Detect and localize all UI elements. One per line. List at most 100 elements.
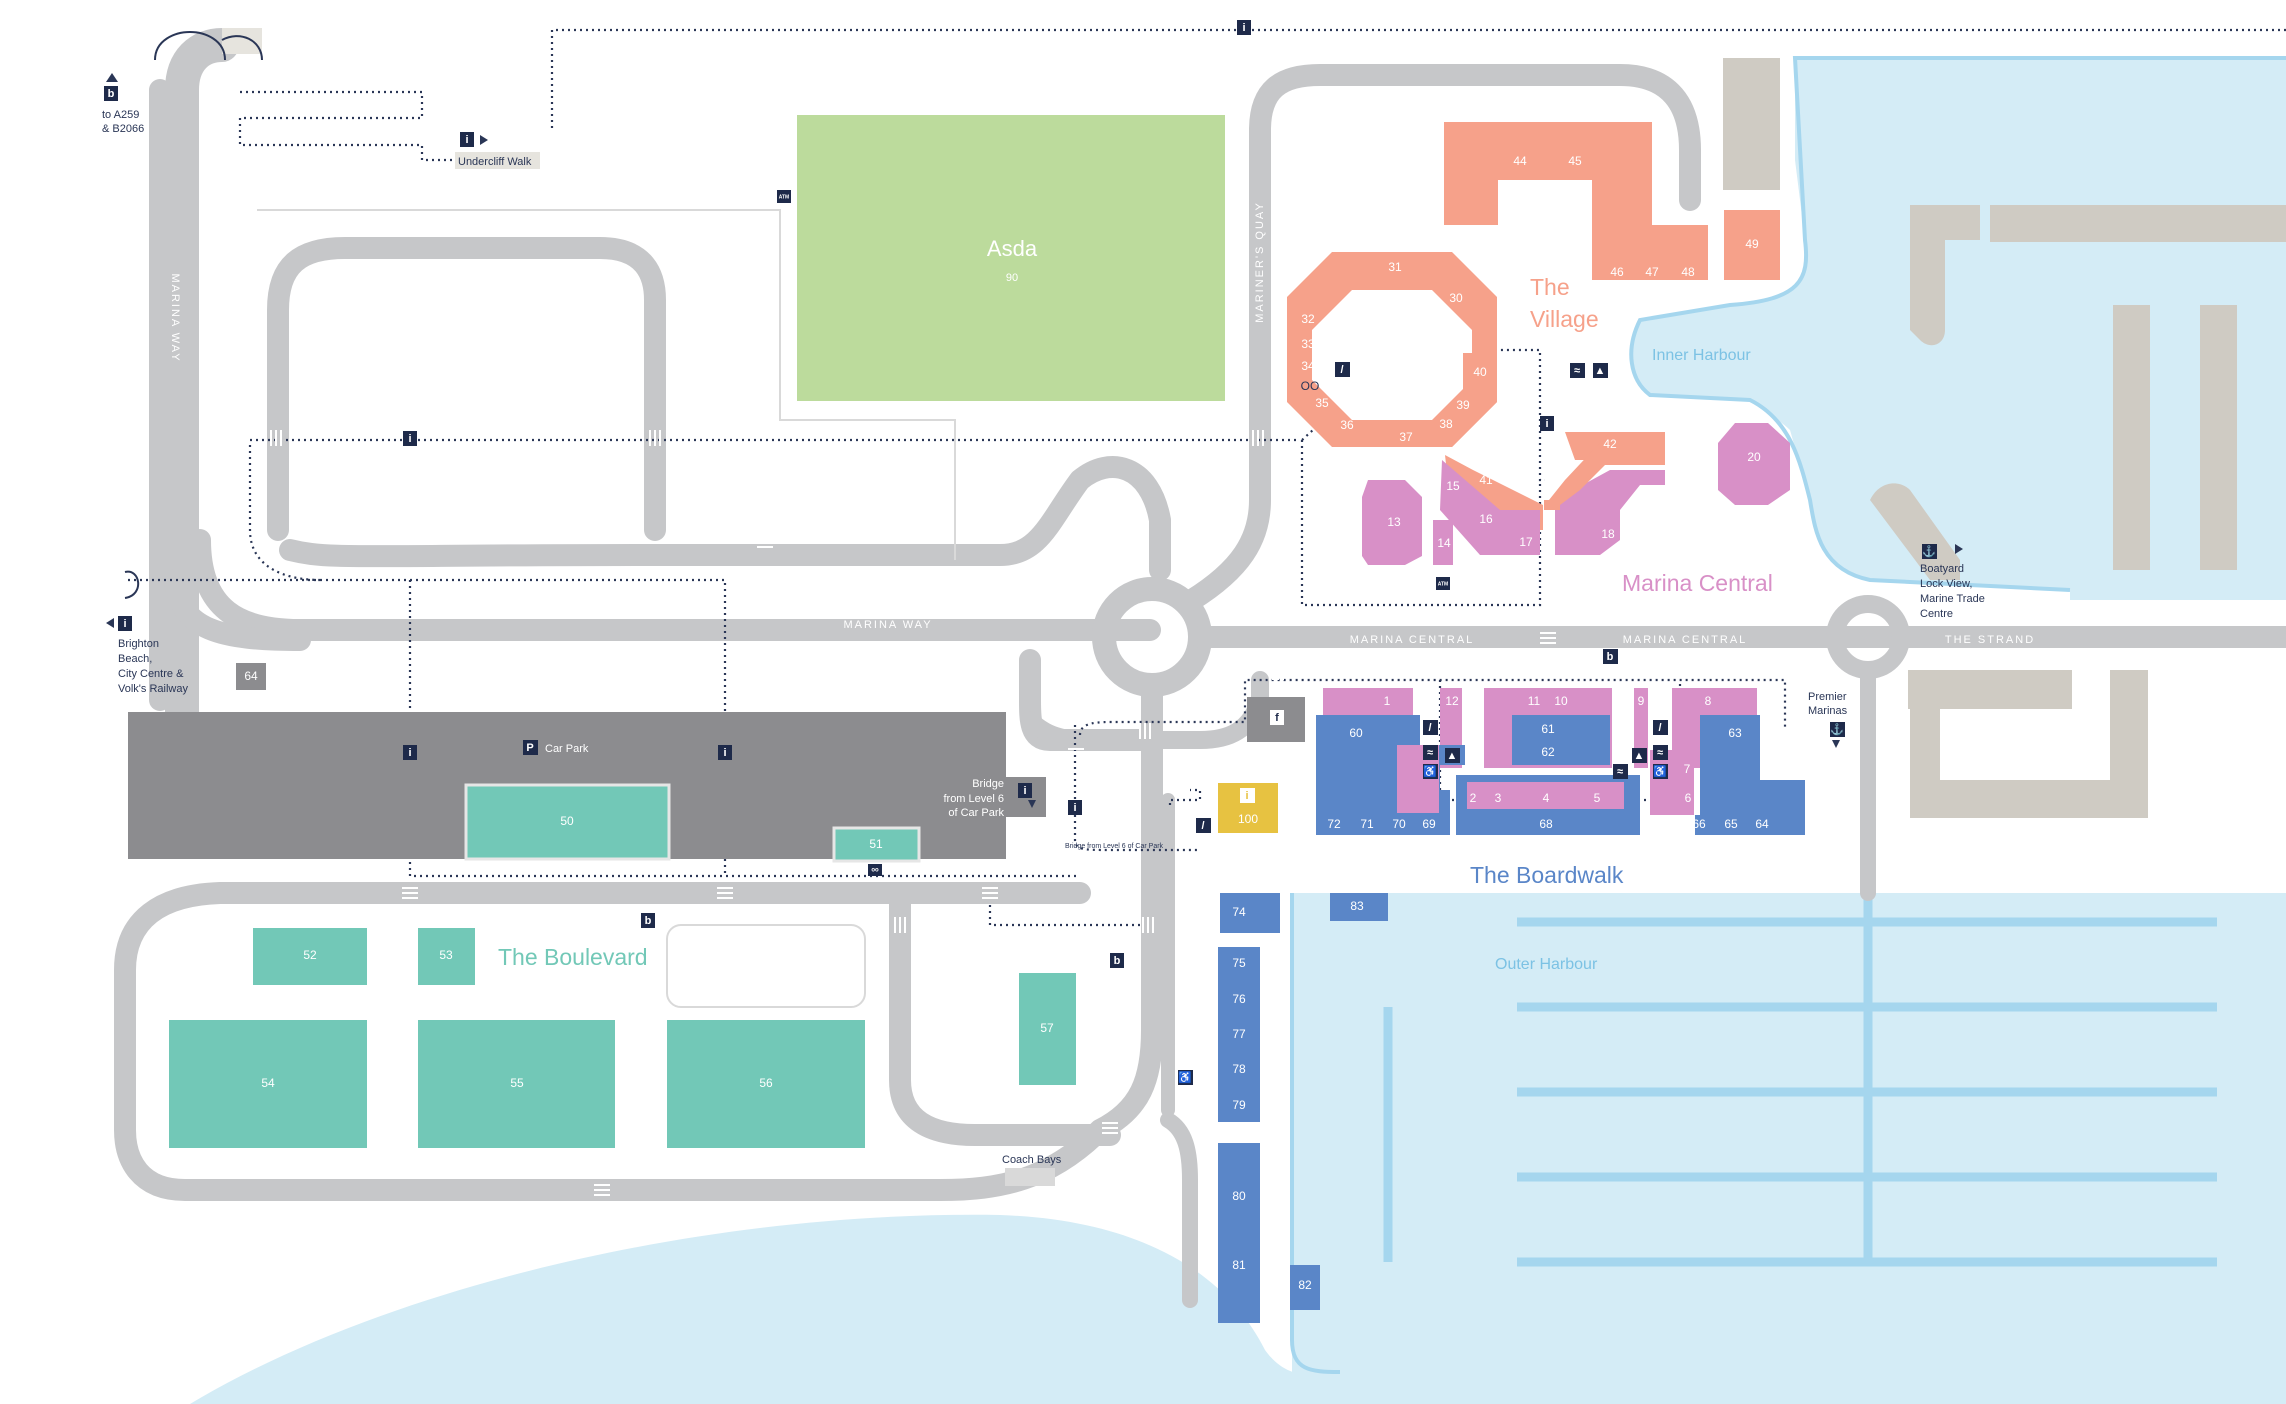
svg-text:62: 62 [1541, 745, 1555, 759]
svg-text:60: 60 [1349, 726, 1363, 740]
svg-text:30: 30 [1449, 291, 1463, 305]
top-left-arcs [124, 30, 263, 599]
svg-text:11: 11 [1528, 694, 1541, 708]
undercliff-walk-label[interactable]: Undercliff Walk [458, 156, 532, 168]
svg-text:52: 52 [303, 948, 317, 962]
svg-text:♿: ♿ [1423, 765, 1437, 778]
asda-label: Asda [987, 236, 1038, 261]
svg-text:4: 4 [1543, 791, 1550, 805]
svg-text:56: 56 [759, 1076, 773, 1090]
svg-text:/: / [1201, 820, 1204, 832]
svg-text:75: 75 [1232, 956, 1246, 970]
bus-icon[interactable]: b [104, 86, 118, 101]
road-marina-way-v: MARINA WAY [169, 273, 181, 362]
svg-text:oo: oo [871, 868, 879, 874]
atm-icon[interactable]: ATM [777, 190, 791, 203]
fuel-icon[interactable]: f [1270, 710, 1284, 725]
info-icon[interactable]: i [1240, 788, 1255, 803]
svg-text:37: 37 [1399, 430, 1413, 444]
boat-icon[interactable]: ⚓ [1922, 544, 1937, 559]
svg-text:64: 64 [1755, 817, 1769, 831]
svg-text:i: i [1023, 785, 1026, 797]
svg-text:Centre: Centre [1920, 608, 1953, 620]
svg-text:46: 46 [1610, 265, 1624, 279]
walk-icon[interactable]: i [403, 431, 417, 446]
accessible-icon[interactable]: ♿ [1653, 764, 1668, 779]
svg-text:100: 100 [1238, 812, 1258, 826]
stairs-icon[interactable]: / [1196, 818, 1211, 833]
baby-change-icon[interactable]: ≈ [1653, 745, 1668, 760]
svg-text:2: 2 [1470, 791, 1477, 805]
walk-icon[interactable]: i [118, 616, 132, 631]
svg-text:72: 72 [1327, 817, 1341, 831]
svg-text:≈: ≈ [1617, 766, 1623, 778]
svg-text:69: 69 [1422, 817, 1436, 831]
map-icons[interactable]: i b i ATM i i i i P i i / oo b b ♿ f i /… [104, 20, 1937, 1085]
zone-boulevard: The Boulevard [498, 944, 648, 970]
stairs-icon[interactable]: / [1423, 720, 1438, 735]
svg-text:b: b [108, 88, 115, 100]
toilet-icon[interactable]: ▲ [1632, 748, 1647, 763]
svg-text:7: 7 [1684, 762, 1691, 776]
bus-icon[interactable]: b [1603, 649, 1618, 664]
svg-text:13: 13 [1387, 515, 1401, 529]
baby-change-icon[interactable]: ≈ [1613, 764, 1628, 779]
bike-icon[interactable]: oo [868, 864, 882, 876]
svg-text:81: 81 [1232, 1258, 1246, 1272]
walk-icon[interactable]: i [403, 745, 417, 760]
svg-text:8: 8 [1705, 694, 1712, 708]
stairs-icon[interactable]: / [1653, 720, 1668, 735]
asda-store[interactable] [797, 115, 1225, 401]
village-overlays [1420, 353, 1665, 510]
walk-icon[interactable]: i [718, 745, 732, 760]
bus-icon[interactable]: b [1110, 953, 1124, 968]
accessible-icon[interactable]: ♿ [1178, 1070, 1193, 1085]
svg-text:53: 53 [439, 948, 453, 962]
svg-text:▲: ▲ [1634, 750, 1645, 762]
walk-icon[interactable]: i [1068, 800, 1082, 815]
svg-text:i: i [465, 134, 468, 146]
svg-text:3: 3 [1495, 791, 1502, 805]
outer-harbour-edge [1290, 893, 1341, 1374]
bus-icon[interactable]: b [641, 913, 655, 928]
accessible-icon[interactable]: ♿ [1423, 764, 1438, 779]
zone-outer-harbour: Outer Harbour [1495, 956, 1598, 973]
svg-text:66: 66 [1692, 817, 1706, 831]
svg-text:City Centre &: City Centre & [118, 668, 184, 680]
svg-text:74: 74 [1232, 905, 1246, 919]
baby-change-icon[interactable]: ≈ [1423, 745, 1438, 760]
svg-text:44: 44 [1513, 154, 1527, 168]
walk-icon[interactable]: i [460, 132, 474, 147]
svg-text:♿: ♿ [1178, 1071, 1192, 1084]
svg-text:47: 47 [1645, 265, 1659, 279]
svg-text:61: 61 [1541, 722, 1555, 736]
walk-icon[interactable]: i [1018, 783, 1032, 798]
svg-text:38: 38 [1439, 417, 1453, 431]
lot-outlines [257, 209, 956, 1008]
svg-text:⚓: ⚓ [1922, 545, 1936, 558]
svg-text:34: 34 [1301, 359, 1315, 373]
boat-icon[interactable]: ⚓ [1830, 722, 1845, 737]
toilet-icon[interactable]: ▲ [1593, 363, 1608, 378]
svg-text:/: / [1340, 364, 1343, 376]
baby-change-icon[interactable]: ≈ [1570, 363, 1585, 378]
svg-text:i: i [1073, 802, 1076, 814]
svg-text:▲: ▲ [1595, 365, 1606, 377]
toilet-icon[interactable]: ▲ [1445, 748, 1460, 763]
svg-text:Premier: Premier [1808, 691, 1847, 703]
walk-icon[interactable]: i [1540, 416, 1554, 431]
svg-text:16: 16 [1479, 512, 1493, 526]
svg-text:64: 64 [244, 669, 258, 683]
svg-text:65: 65 [1724, 817, 1738, 831]
walk-icon[interactable]: i [1237, 20, 1251, 35]
atm-icon[interactable]: ATM [1436, 577, 1450, 590]
svg-text:67: 67 [1661, 817, 1675, 831]
outer-harbour[interactable] [1292, 893, 2286, 1388]
svg-text:OO: OO [1301, 379, 1320, 393]
stairs-icon[interactable]: / [1335, 362, 1350, 377]
svg-text:31: 31 [1388, 260, 1402, 274]
unit-64-block[interactable] [236, 663, 266, 690]
the-boulevard[interactable] [169, 783, 1076, 1148]
svg-text:Coach Bays: Coach Bays [1002, 1154, 1062, 1166]
parking-icon[interactable]: P [523, 740, 538, 755]
